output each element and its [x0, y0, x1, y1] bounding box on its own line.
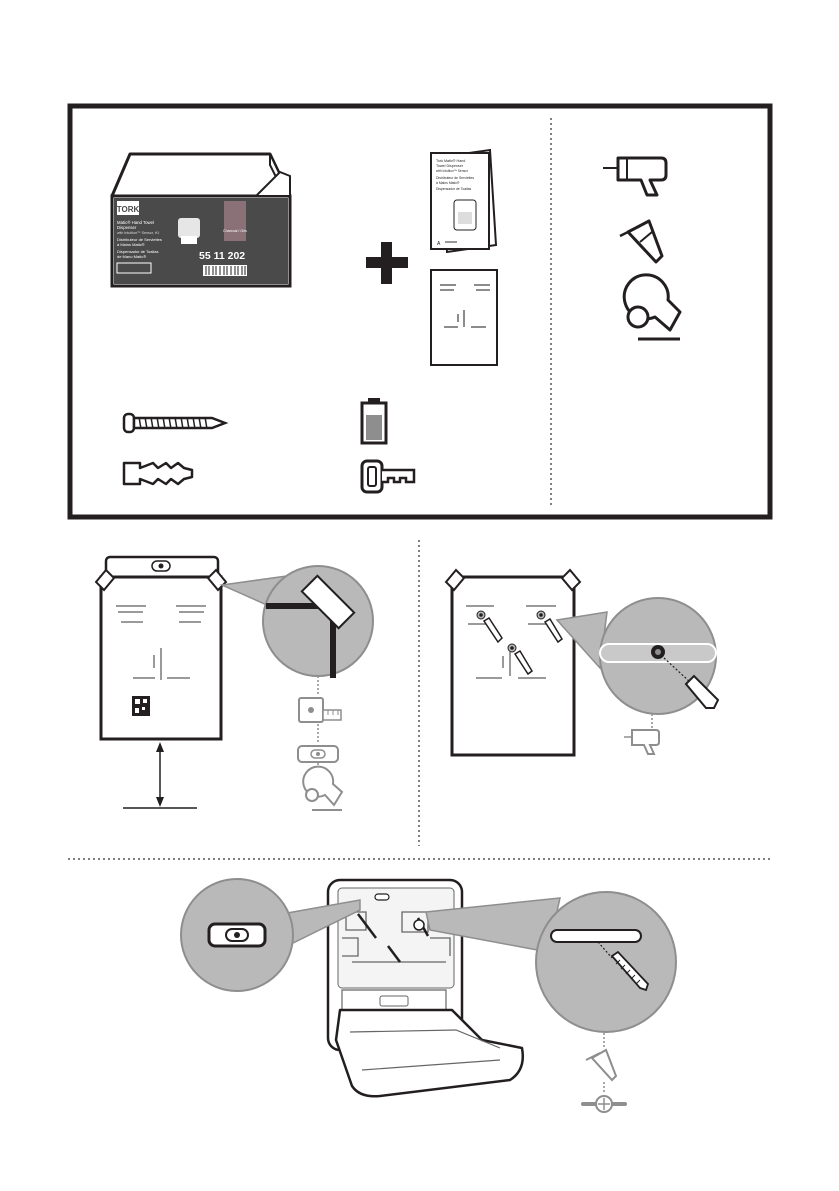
- manual-booklet: Tork Matic® Hand Towel Dispenser with In…: [431, 150, 496, 252]
- phillips-bit-icon: [583, 1096, 625, 1112]
- manual-line-1: Tork Matic® Hand: [436, 159, 465, 163]
- box-title-es2: de Mano Matic®: [117, 254, 146, 259]
- spirit-level-icon: [298, 746, 338, 762]
- drill-icon: [603, 158, 666, 195]
- box-product-code: 55 11 202: [199, 250, 245, 262]
- wall-plug-icon: [124, 463, 192, 484]
- tape-icon: [303, 767, 342, 810]
- step-mount-dispenser: [181, 879, 676, 1112]
- zoom-callout-screw: [536, 892, 676, 1032]
- manual-line-3: with Intuition™ Sensor: [436, 169, 469, 173]
- key-icon: [362, 461, 414, 492]
- tape-icon: [624, 275, 680, 339]
- screwdriver-icon: [620, 221, 662, 262]
- box-brand: TORK: [117, 205, 140, 214]
- battery-icon: [362, 398, 386, 443]
- manual-line-4: Distributeur de Serviettes: [436, 176, 474, 180]
- screw-icon: [124, 414, 225, 432]
- manual-line-2: Towel Dispenser: [436, 164, 464, 168]
- box-title-2: Dispenser: [117, 225, 137, 230]
- box-title-3: with Intuition™ Sensor, H1: [117, 231, 159, 235]
- manual-line-6: Dispensador de Toallas: [436, 187, 471, 191]
- product-box: TORK Matic® Hand Towel Dispenser with In…: [112, 154, 290, 286]
- contents-panel: TORK Matic® Hand Towel Dispenser with In…: [70, 106, 770, 517]
- manual-line-5: à Mains Matic®: [436, 181, 460, 185]
- step-tape-template: [96, 557, 373, 810]
- box-title-fr2: à Mains Matic®: [117, 242, 145, 247]
- qr-code: [132, 696, 150, 716]
- spirit-level-icon: [209, 924, 265, 946]
- screwdriver-icon: [586, 1050, 616, 1080]
- step-drill-holes: [446, 570, 718, 755]
- box-color-label: Charcoal / Gris: [223, 229, 247, 233]
- drill-icon: [624, 730, 659, 754]
- measuring-tape-icon: [299, 698, 341, 722]
- template-sheet: [431, 270, 497, 365]
- plus-icon: [366, 242, 408, 284]
